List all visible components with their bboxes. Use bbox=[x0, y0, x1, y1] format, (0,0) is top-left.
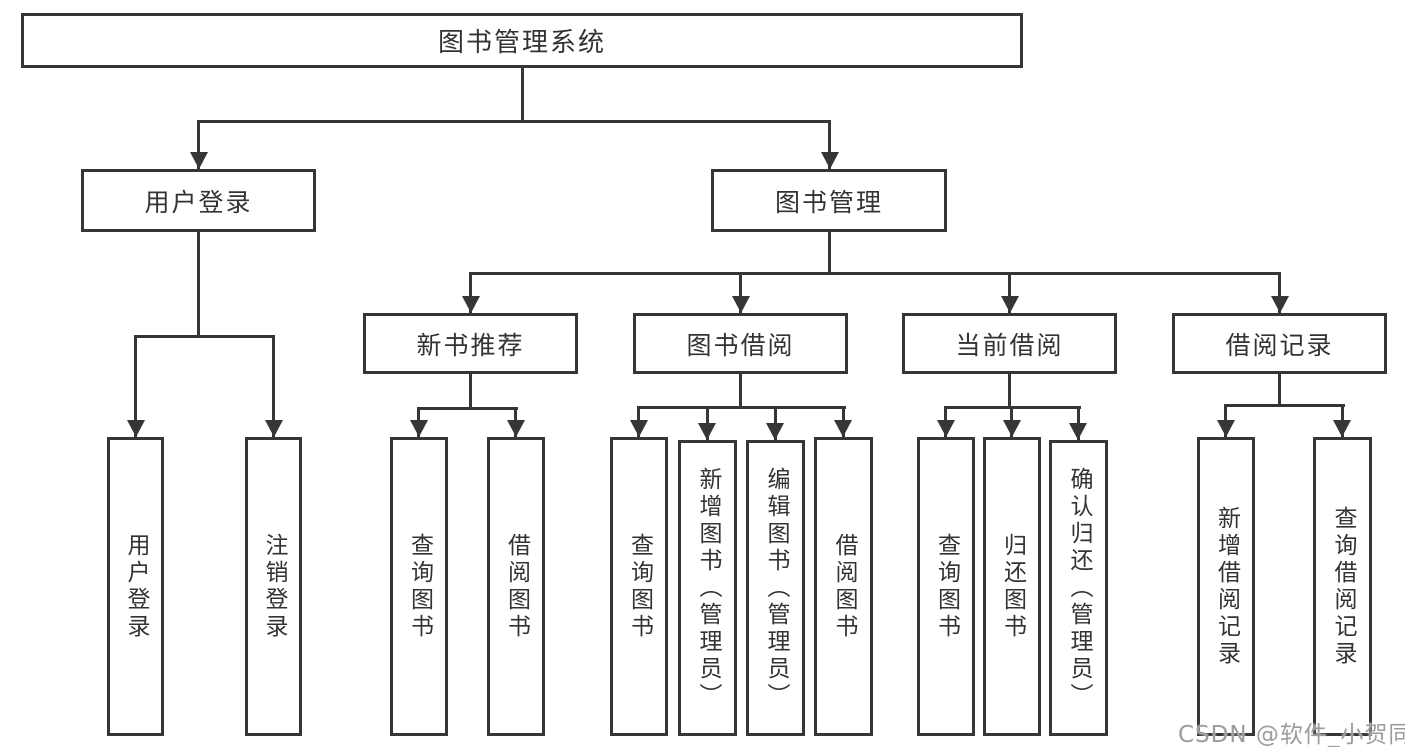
edge-to-current-borrowing bbox=[1008, 272, 1011, 313]
leaf-label: 借阅图书 bbox=[831, 532, 857, 641]
edge-root-to-user-login bbox=[197, 120, 200, 169]
edge-root-trunk bbox=[521, 68, 524, 122]
leaf-label: 新增借阅记录 bbox=[1213, 505, 1240, 668]
edge-to-borrowing-records bbox=[1278, 272, 1281, 313]
arrow-down-icon bbox=[698, 423, 716, 440]
edge-root-to-book-management bbox=[828, 120, 831, 169]
leaf-label: 查询图书 bbox=[406, 532, 433, 641]
arrow-down-icon bbox=[732, 296, 750, 313]
leaf-label: 查询借阅记录 bbox=[1330, 505, 1356, 668]
arrow-down-icon bbox=[766, 423, 784, 440]
leaf-edit-book-admin: 编辑图书（管理员） bbox=[746, 440, 805, 736]
edge-borrowing-records-trunk bbox=[1278, 374, 1281, 407]
leaf-borrow-books-1: 借阅图书 bbox=[487, 437, 545, 736]
edge-root-rail bbox=[197, 120, 831, 123]
node-label: 新书推荐 bbox=[416, 330, 525, 360]
arrow-down-icon bbox=[265, 420, 283, 437]
leaf-label: 归还图书 bbox=[999, 532, 1026, 641]
node-label: 当前借阅 bbox=[955, 330, 1064, 360]
node-library-management-system: 图书管理系统 bbox=[21, 13, 1023, 68]
leaf-label: 新增图书（管理员） bbox=[695, 466, 721, 710]
arrow-down-icon bbox=[1333, 420, 1351, 437]
leaf-borrow-books-2: 借阅图书 bbox=[814, 437, 873, 736]
edge-new-book-trunk bbox=[469, 374, 472, 410]
edge-to-new-book-recommendation bbox=[469, 272, 472, 313]
node-label: 图书借阅 bbox=[686, 330, 795, 360]
node-label: 用户登录 bbox=[144, 187, 253, 217]
node-book-borrowing: 图书借阅 bbox=[633, 313, 848, 374]
leaf-user-login: 用户登录 bbox=[107, 437, 164, 736]
arrow-down-icon bbox=[190, 152, 208, 169]
arrow-down-icon bbox=[1003, 420, 1021, 437]
leaf-confirm-return-admin: 确认归还（管理员） bbox=[1049, 440, 1108, 736]
edge-book-management-rail bbox=[469, 272, 1280, 275]
node-label: 图书管理系统 bbox=[437, 28, 606, 58]
arrow-down-icon bbox=[462, 296, 480, 313]
arrow-down-icon bbox=[821, 152, 839, 169]
leaf-query-books-3: 查询图书 bbox=[917, 437, 975, 736]
edge-book-borrowing-trunk bbox=[739, 374, 742, 409]
edge-book-management-trunk bbox=[828, 232, 831, 275]
node-book-management: 图书管理 bbox=[711, 169, 947, 232]
leaf-label: 用户登录 bbox=[123, 532, 149, 641]
watermark-csdn: CSDN @软件_小贺同学 bbox=[1178, 722, 1405, 747]
leaf-add-borrow-record: 新增借阅记录 bbox=[1197, 437, 1255, 736]
leaf-query-books-1: 查询图书 bbox=[390, 437, 448, 736]
edge-book-borrowing-rail bbox=[637, 406, 846, 409]
arrow-down-icon bbox=[1271, 296, 1289, 313]
leaf-label: 查询图书 bbox=[626, 532, 653, 641]
leaf-return-books: 归还图书 bbox=[983, 437, 1041, 736]
edge-borrowing-records-rail bbox=[1224, 404, 1345, 407]
arrow-down-icon bbox=[127, 420, 145, 437]
arrow-down-icon bbox=[1069, 423, 1087, 440]
edge-user-login-trunk bbox=[197, 232, 200, 336]
leaf-label: 查询图书 bbox=[933, 532, 960, 641]
node-new-book-recommendation: 新书推荐 bbox=[363, 313, 578, 374]
arrow-down-icon bbox=[507, 420, 525, 437]
node-user-login: 用户登录 bbox=[81, 169, 316, 232]
arrow-down-icon bbox=[834, 420, 852, 437]
leaf-label: 编辑图书（管理员） bbox=[763, 466, 789, 710]
node-current-borrowing: 当前借阅 bbox=[902, 313, 1117, 374]
leaf-label: 确认归还（管理员） bbox=[1066, 466, 1092, 710]
leaf-query-borrow-record: 查询借阅记录 bbox=[1313, 437, 1372, 736]
leaf-logout: 注销登录 bbox=[245, 437, 302, 736]
leaf-query-books-2: 查询图书 bbox=[610, 437, 668, 736]
arrow-down-icon bbox=[937, 420, 955, 437]
edge-new-book-rail bbox=[417, 407, 518, 410]
leaf-label: 借阅图书 bbox=[503, 532, 530, 641]
arrow-down-icon bbox=[1001, 296, 1019, 313]
arrow-down-icon bbox=[410, 420, 428, 437]
leaf-add-book-admin: 新增图书（管理员） bbox=[678, 440, 737, 736]
edge-to-leaf-user-login bbox=[134, 335, 137, 437]
arrow-down-icon bbox=[630, 420, 648, 437]
node-label: 借阅记录 bbox=[1225, 330, 1334, 360]
edge-to-leaf-logout bbox=[272, 335, 275, 437]
node-borrowing-records: 借阅记录 bbox=[1172, 313, 1387, 374]
edge-to-book-borrowing bbox=[739, 272, 742, 313]
leaf-label: 注销登录 bbox=[261, 532, 287, 641]
node-label: 图书管理 bbox=[774, 187, 883, 217]
edge-user-login-rail bbox=[134, 335, 274, 338]
arrow-down-icon bbox=[1217, 420, 1235, 437]
edge-current-borrowing-trunk bbox=[1008, 374, 1011, 409]
